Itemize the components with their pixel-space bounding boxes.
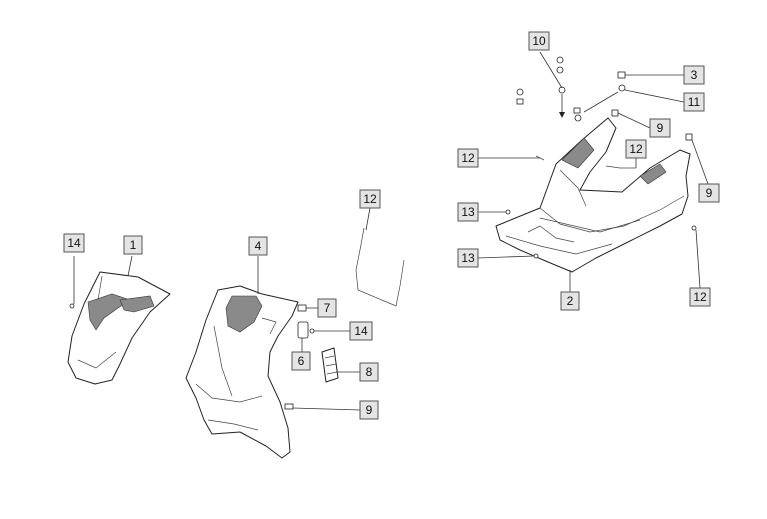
callout-13a: 13 [457, 202, 479, 222]
svg-text:4: 4 [255, 239, 262, 253]
callout-9a: 9 [649, 118, 671, 138]
callout-2: 2 [560, 291, 580, 311]
callout-1: 1 [123, 235, 143, 255]
callout-6: 6 [291, 351, 311, 371]
svg-text:12: 12 [461, 151, 475, 165]
part-clip-7 [297, 304, 318, 312]
callout-8: 8 [359, 362, 379, 382]
svg-text:14: 14 [354, 324, 368, 338]
part-screw-14b [309, 328, 350, 334]
svg-text:9: 9 [706, 186, 713, 200]
part-cable-12b [478, 155, 545, 161]
callout-12d: 12 [359, 189, 381, 209]
part-screw-13b [477, 253, 539, 259]
part-clip-9c [284, 403, 361, 411]
svg-text:1: 1 [130, 238, 137, 252]
part-clip-9a [611, 109, 651, 129]
callout-12a: 12 [457, 148, 479, 168]
callout-12b: 12 [625, 139, 647, 159]
part-plate-8 [321, 347, 360, 383]
svg-text:10: 10 [532, 34, 546, 48]
part-fastener-group [516, 88, 582, 122]
svg-text:14: 14 [67, 236, 81, 250]
svg-text:13: 13 [461, 205, 475, 219]
part-screw-12d [691, 225, 701, 289]
svg-text:8: 8 [366, 365, 373, 379]
callout-14b: 14 [349, 321, 373, 341]
callout-7: 7 [317, 298, 337, 318]
part-screw-13a [478, 209, 511, 215]
part-screw-11 [583, 84, 685, 113]
part-screw-14a [69, 256, 75, 309]
part-nut-3 [617, 71, 684, 79]
svg-text:9: 9 [657, 121, 664, 135]
callout-9b: 9 [698, 183, 720, 203]
callout-11: 11 [683, 92, 705, 112]
part-floor-panel [495, 117, 691, 292]
svg-text:2: 2 [567, 294, 574, 308]
part-cable-12a [355, 207, 405, 307]
svg-text:3: 3 [691, 68, 698, 82]
callout-10: 10 [528, 31, 550, 51]
svg-text:6: 6 [298, 354, 305, 368]
part-leg-shield [185, 256, 299, 459]
part-fastener-10 [539, 51, 566, 118]
callout-3: 3 [683, 65, 705, 85]
svg-text:13: 13 [461, 251, 475, 265]
svg-text:12: 12 [363, 192, 377, 206]
svg-text:9: 9 [366, 403, 373, 417]
svg-text:7: 7 [324, 301, 331, 315]
svg-text:11: 11 [688, 95, 701, 109]
callout-9c: 9 [359, 400, 379, 420]
part-bracket-6 [297, 321, 309, 352]
callout-12c: 12 [689, 287, 711, 307]
callout-4: 4 [248, 236, 268, 256]
callout-13b: 13 [457, 248, 479, 268]
callout-14a: 14 [63, 233, 85, 253]
svg-text:12: 12 [629, 142, 643, 156]
svg-text:12: 12 [693, 290, 707, 304]
part-front-panel [67, 255, 171, 385]
part-clip-9b [685, 133, 709, 185]
part-cable-12c [605, 158, 637, 169]
